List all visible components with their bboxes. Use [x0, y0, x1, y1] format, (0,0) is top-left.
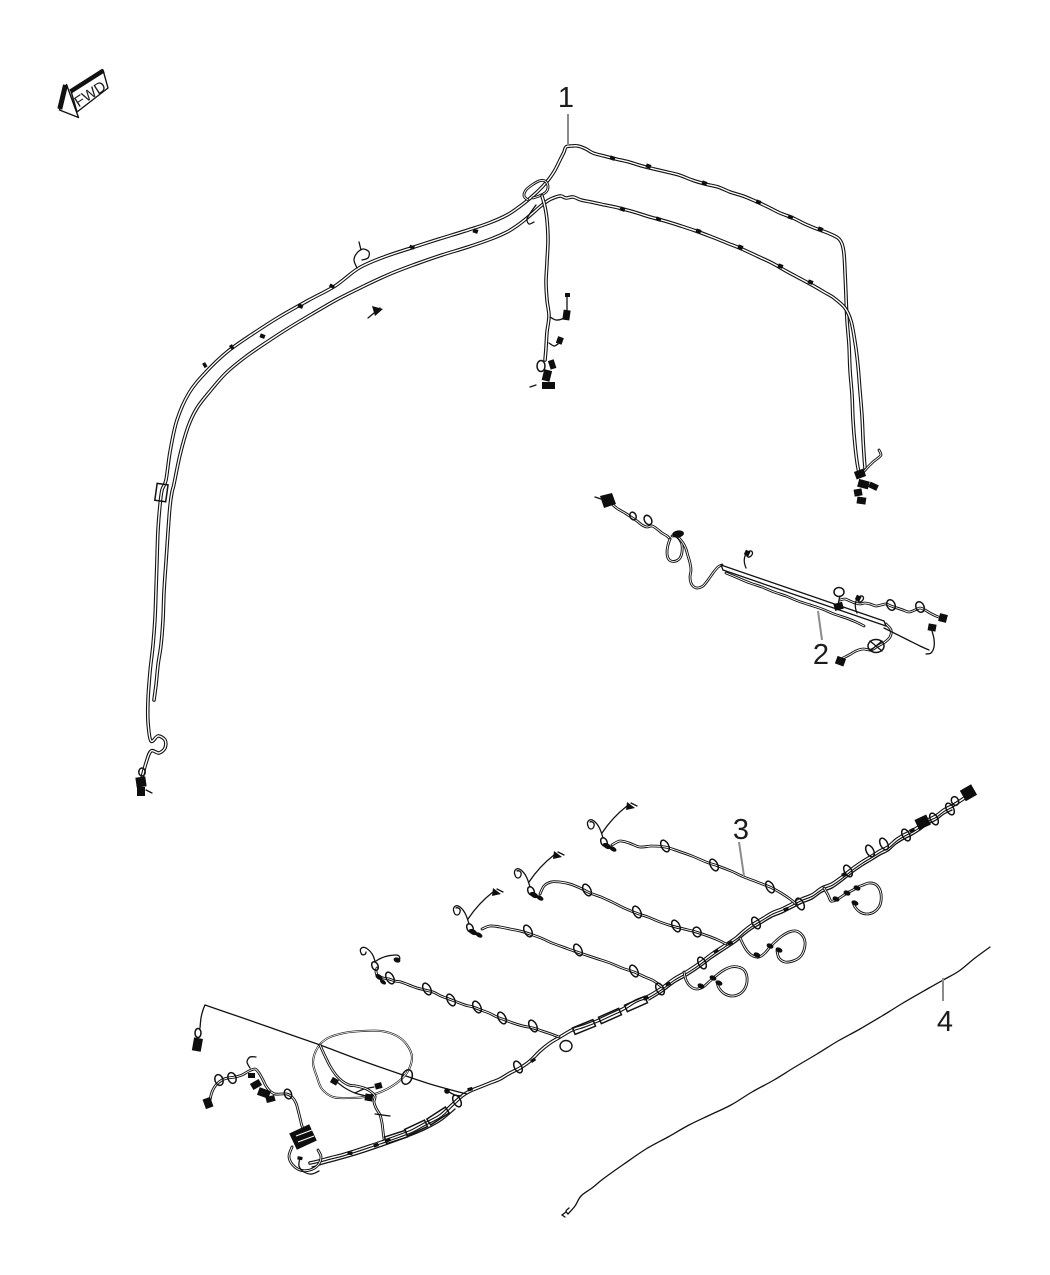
svg-text:4: 4 [937, 1006, 953, 1038]
svg-text:3: 3 [733, 814, 749, 846]
svg-text:1: 1 [558, 82, 574, 114]
svg-text:2: 2 [813, 639, 829, 671]
